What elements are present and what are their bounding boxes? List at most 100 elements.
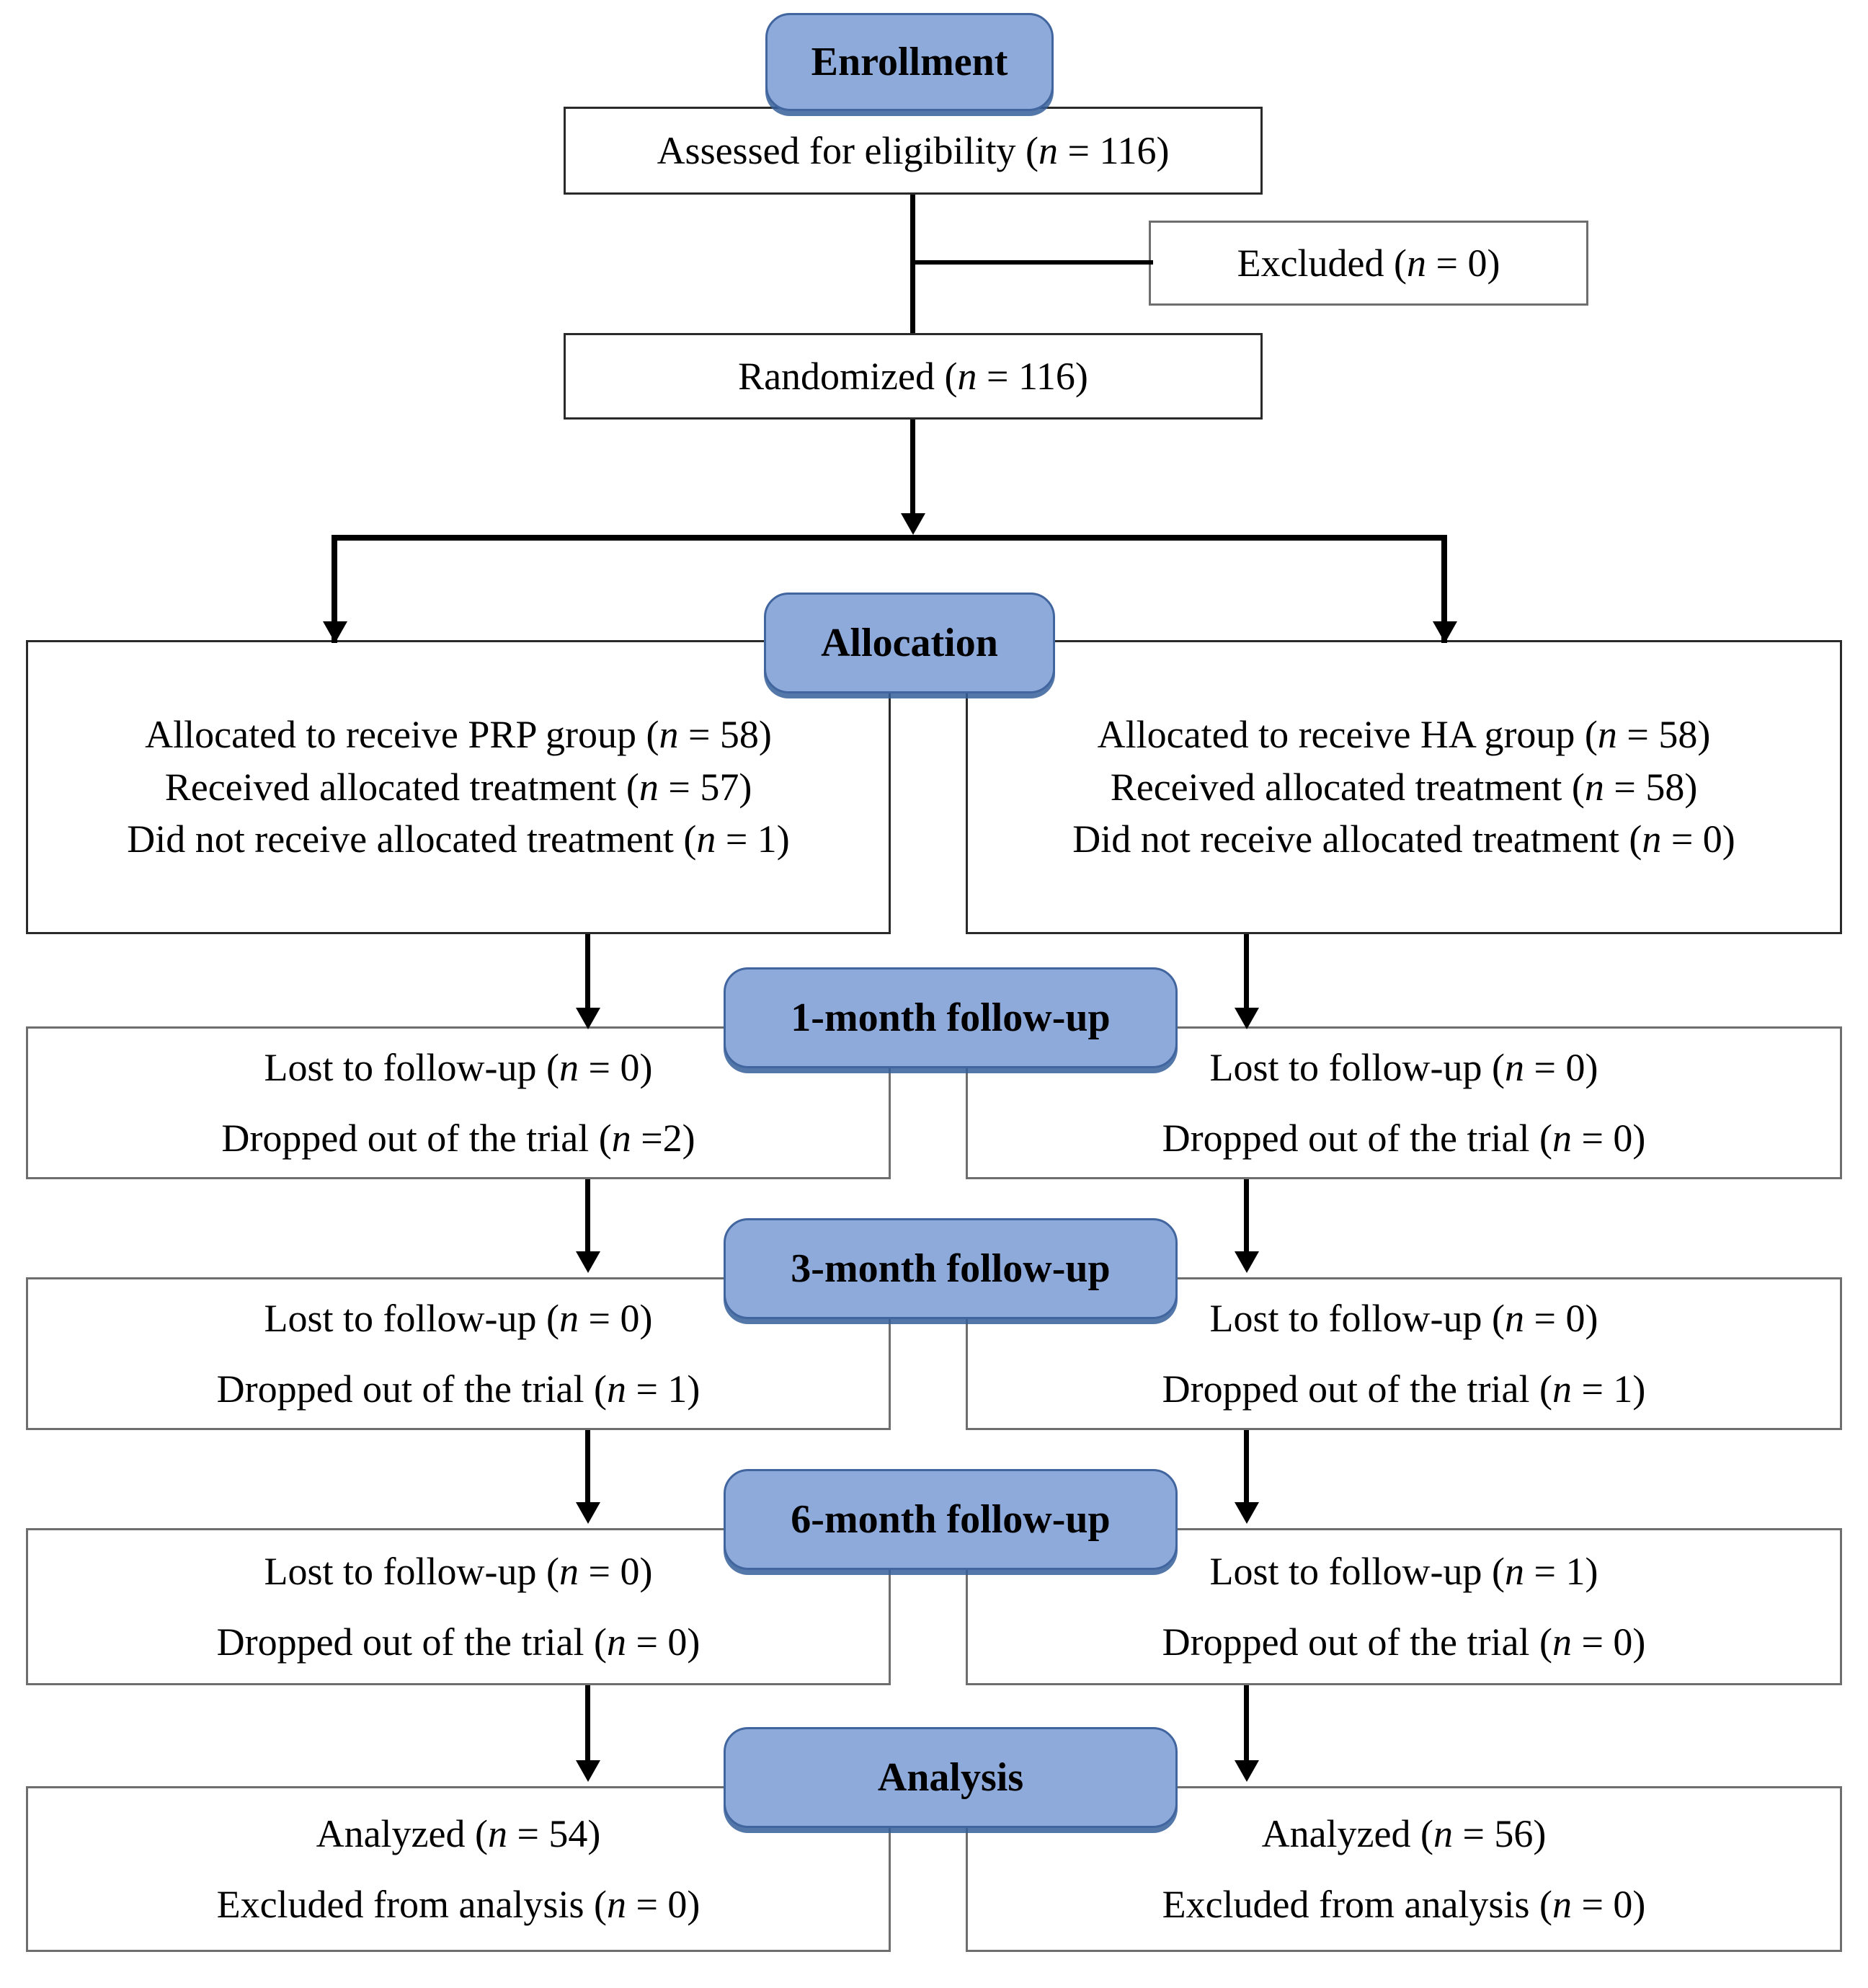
f6m-left-2-pre: Dropped out of the trial (	[216, 1620, 607, 1664]
assessed-for-eligibility-text: Assessed for eligibility (n = 116)	[657, 125, 1170, 177]
assessed-pre: Assessed for eligibility (	[657, 128, 1038, 172]
followup-1m-left-line-2: Dropped out of the trial (n =2)	[221, 1112, 695, 1164]
arrowhead-3m-left-to-6m	[576, 1502, 600, 1524]
f1m-left-1-pre: Lost to follow-up (	[264, 1045, 560, 1089]
followup-6m-left-box: Lost to follow-up (n = 0) Dropped out of…	[26, 1528, 894, 1689]
analysis-left-1-pre: Analyzed (	[316, 1811, 488, 1855]
alloc-left-2-post: = 57)	[658, 765, 752, 809]
f3m-right-2-n: n	[1552, 1367, 1572, 1411]
f6m-right-1-pre: Lost to follow-up (	[1209, 1549, 1505, 1593]
arrowhead-1m-left-to-3m	[576, 1251, 600, 1273]
randomized-post: = 116)	[977, 354, 1088, 398]
f3m-left-2-pre: Dropped out of the trial (	[216, 1367, 607, 1411]
arrowhead-right-allocation	[1433, 621, 1457, 643]
alloc-right-2-post: = 58)	[1604, 765, 1698, 809]
followup-6m-right-line-2: Dropped out of the trial (n = 0)	[1162, 1616, 1646, 1668]
f1m-left-2-post: =2)	[631, 1117, 695, 1160]
stage-badge-allocation: Allocation	[764, 593, 1055, 693]
f3m-left-1-pre: Lost to follow-up (	[264, 1296, 560, 1340]
connector-3m-left-to-6m	[585, 1430, 590, 1515]
arrowhead-alloc-left-to-1m	[576, 1008, 600, 1029]
branch-right-down-allocation	[1441, 535, 1447, 643]
stage-badge-1-month-followup: 1-month follow-up	[724, 967, 1178, 1068]
stage-badge-6-month-followup-label: 6-month follow-up	[791, 1497, 1111, 1542]
connector-3m-right-to-6m	[1244, 1430, 1249, 1515]
allocation-left-line-1: Allocated to receive PRP group (n = 58)	[145, 709, 772, 760]
f6m-right-1-n: n	[1505, 1549, 1525, 1593]
analysis-right-1-n: n	[1433, 1811, 1453, 1855]
analysis-right-1-pre: Analyzed (	[1261, 1811, 1433, 1855]
analysis-right-line-2: Excluded from analysis (n = 0)	[1162, 1878, 1646, 1930]
excluded-n-italic: n	[1406, 241, 1426, 285]
analysis-left-1-n: n	[487, 1811, 507, 1855]
analysis-left-line-2: Excluded from analysis (n = 0)	[217, 1878, 700, 1930]
alloc-right-3-n: n	[1642, 817, 1662, 861]
f3m-left-1-n: n	[559, 1296, 579, 1340]
analysis-left-2-post: = 0)	[626, 1883, 700, 1926]
alloc-left-2-n: n	[639, 765, 659, 809]
followup-1m-left-line-1: Lost to follow-up (n = 0)	[264, 1042, 653, 1093]
allocation-right-line-1: Allocated to receive HA group (n = 58)	[1098, 709, 1711, 760]
randomized-box: Randomized (n = 116)	[564, 333, 1266, 423]
connector-1m-right-to-3m	[1244, 1179, 1249, 1264]
arrowhead-3m-right-to-6m	[1235, 1502, 1259, 1524]
allocation-right-box: Allocated to receive HA group (n = 58) R…	[966, 640, 1842, 934]
connector-6m-left-to-analysis	[585, 1685, 590, 1775]
connector-to-excluded	[910, 260, 1153, 265]
allocation-right-line-3: Did not receive allocated treatment (n =…	[1072, 813, 1735, 865]
f1m-right-2-pre: Dropped out of the trial (	[1162, 1117, 1552, 1160]
f6m-right-2-n: n	[1552, 1620, 1572, 1664]
alloc-right-3-post: = 0)	[1661, 817, 1735, 861]
split-bar-allocation	[332, 535, 1447, 541]
f6m-left-1-n: n	[559, 1549, 579, 1593]
stage-badge-allocation-label: Allocation	[821, 621, 998, 665]
followup-6m-left-line-1: Lost to follow-up (n = 0)	[264, 1545, 653, 1597]
f6m-right-2-pre: Dropped out of the trial (	[1162, 1620, 1552, 1664]
branch-left-down-allocation	[332, 535, 337, 643]
alloc-right-2-n: n	[1584, 765, 1604, 809]
alloc-left-1-n: n	[659, 713, 679, 757]
allocation-right-line-2: Received allocated treatment (n = 58)	[1111, 761, 1698, 813]
assessed-post: = 116)	[1058, 128, 1170, 172]
analysis-left-2-n: n	[606, 1883, 626, 1926]
alloc-right-1-n: n	[1597, 713, 1617, 757]
randomized-text: Randomized (n = 116)	[738, 350, 1088, 402]
f6m-right-1-post: = 1)	[1524, 1549, 1598, 1593]
f1m-right-2-n: n	[1552, 1117, 1572, 1160]
analysis-right-box: Analyzed (n = 56) Excluded from analysis…	[966, 1786, 1846, 1956]
alloc-right-3-pre: Did not receive allocated treatment (	[1072, 817, 1642, 861]
followup-3m-left-line-1: Lost to follow-up (n = 0)	[264, 1292, 653, 1344]
f1m-right-1-post: = 0)	[1524, 1045, 1598, 1089]
f1m-right-1-n: n	[1505, 1045, 1525, 1089]
f6m-left-1-pre: Lost to follow-up (	[264, 1549, 560, 1593]
excluded-text: Excluded (n = 0)	[1237, 237, 1500, 289]
connector-1m-left-to-3m	[585, 1179, 590, 1264]
connector-alloc-right-to-1m	[1244, 934, 1249, 1021]
analysis-left-2-pre: Excluded from analysis (	[216, 1883, 607, 1926]
stage-badge-analysis-label: Analysis	[877, 1755, 1024, 1800]
randomized-n-italic: n	[957, 354, 977, 398]
analysis-right-2-n: n	[1552, 1883, 1572, 1926]
excluded-box: Excluded (n = 0)	[1149, 221, 1592, 309]
assessed-for-eligibility-box: Assessed for eligibility (n = 116)	[564, 107, 1266, 198]
f3m-right-1-pre: Lost to follow-up (	[1209, 1296, 1505, 1340]
f3m-left-2-n: n	[606, 1367, 626, 1411]
excluded-pre: Excluded (	[1237, 241, 1407, 285]
stage-badge-analysis: Analysis	[724, 1727, 1178, 1828]
f6m-right-2-post: = 0)	[1571, 1620, 1646, 1664]
f3m-left-2-post: = 1)	[626, 1367, 700, 1411]
f6m-left-1-post: = 0)	[579, 1549, 653, 1593]
analysis-right-2-pre: Excluded from analysis (	[1162, 1883, 1552, 1926]
arrowhead-6m-left-to-analysis	[576, 1760, 600, 1782]
alloc-left-2-pre: Received allocated treatment (	[164, 765, 639, 809]
alloc-right-2-pre: Received allocated treatment (	[1110, 765, 1585, 809]
f1m-left-1-n: n	[559, 1045, 579, 1089]
randomized-pre: Randomized (	[738, 354, 958, 398]
f3m-right-2-post: = 1)	[1571, 1367, 1646, 1411]
alloc-left-1-pre: Allocated to receive PRP group (	[145, 713, 659, 757]
analysis-left-1-post: = 54)	[507, 1811, 601, 1855]
f6m-left-2-post: = 0)	[626, 1620, 700, 1664]
followup-6m-right-box: Lost to follow-up (n = 1) Dropped out of…	[966, 1528, 1846, 1689]
arrowhead-alloc-right-to-1m	[1235, 1008, 1259, 1029]
